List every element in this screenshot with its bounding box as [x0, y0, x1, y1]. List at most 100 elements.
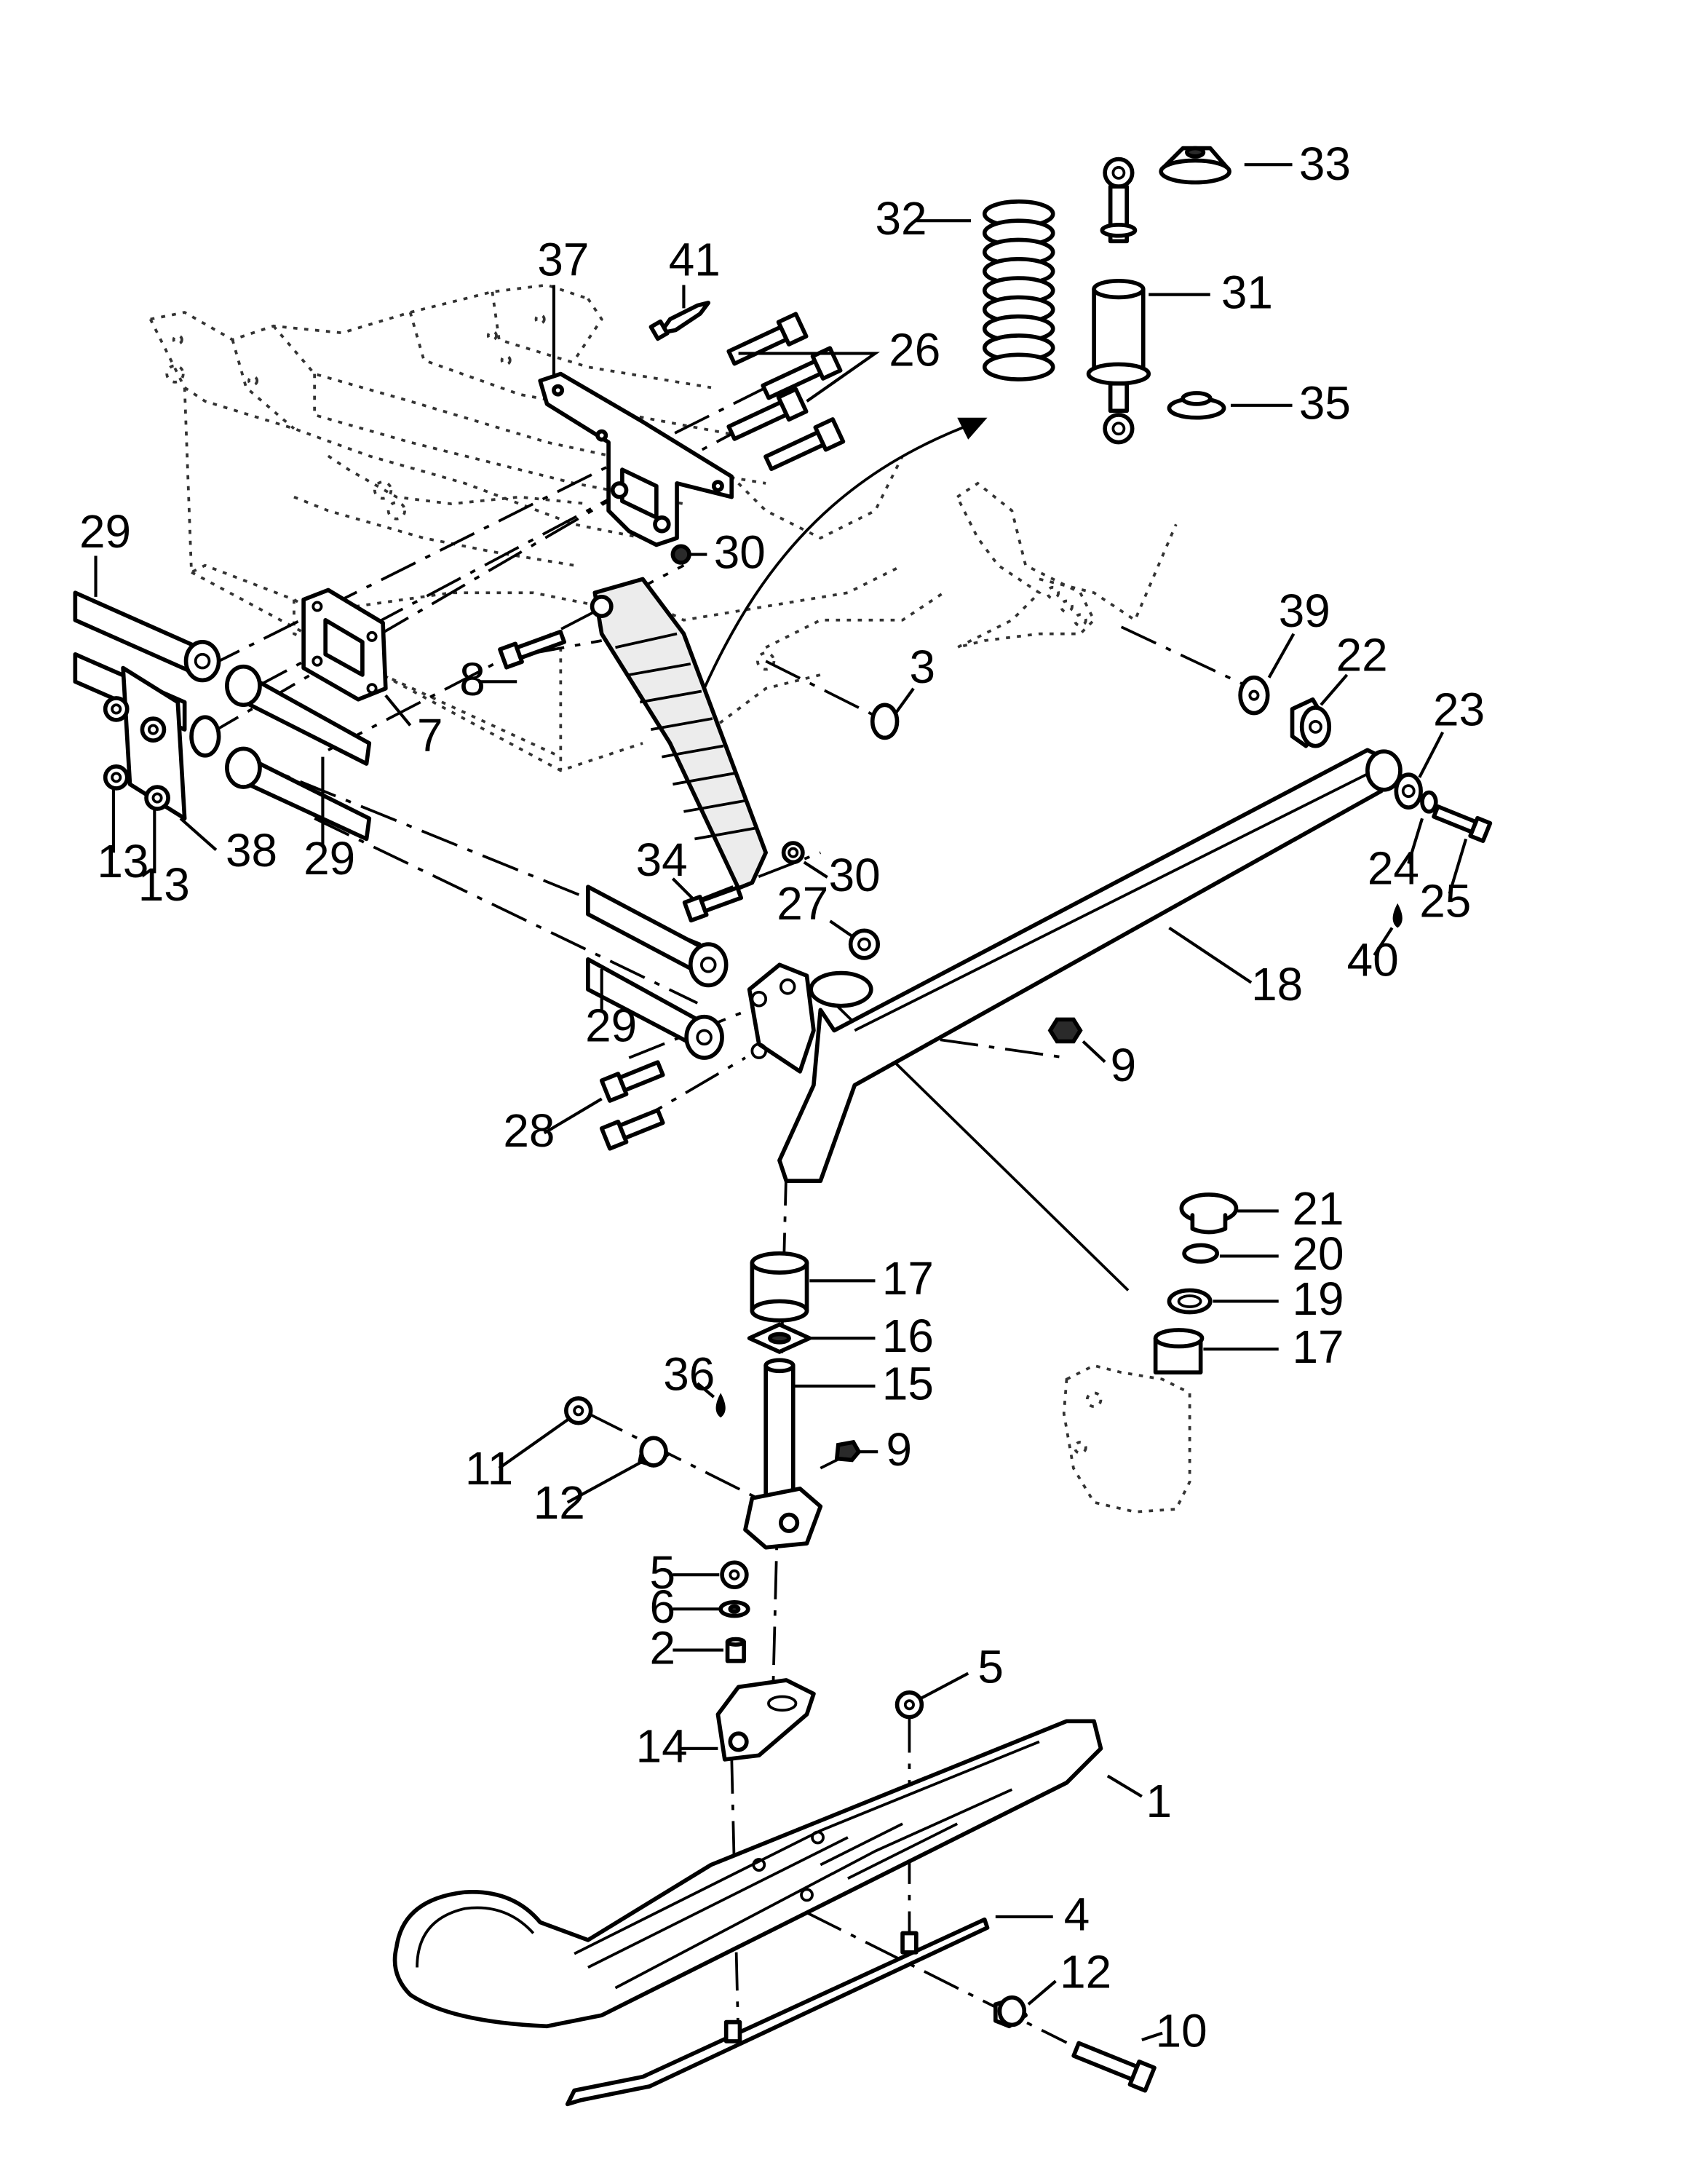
callout-5a: 5 [649, 1546, 675, 1599]
part-16-washer [747, 1322, 812, 1354]
spindle-housing-ghost [1062, 1364, 1191, 1514]
callout-32: 32 [875, 192, 927, 245]
callout-12a: 12 [533, 1476, 585, 1529]
part-26-bolts [726, 312, 846, 472]
callout-25: 25 [1419, 875, 1471, 927]
part-1-ski [392, 1719, 1103, 2029]
part-41-rivet [648, 301, 711, 341]
callout-4: 4 [1064, 1888, 1090, 1941]
part-39-washer [1238, 675, 1270, 716]
callout-18: 18 [1251, 958, 1303, 1010]
callout-34: 34 [636, 834, 688, 886]
part-9-fitting-lower [834, 1439, 862, 1463]
part-11-nut [564, 1396, 593, 1425]
callout-24: 24 [1368, 842, 1419, 894]
callout-11: 11 [465, 1442, 513, 1495]
part-2-spacer [725, 1637, 746, 1663]
callout-10: 10 [1156, 2004, 1207, 2057]
part-33-cup [1159, 146, 1231, 185]
assembly-arrow [702, 417, 988, 689]
part-7-plate [301, 587, 388, 702]
callout-13b: 13 [138, 858, 190, 911]
callout-37: 37 [537, 233, 589, 285]
part-15-spindle [743, 1358, 823, 1550]
part-29-tubes-right [586, 885, 729, 1060]
part-5-nut-lower [894, 1690, 924, 1720]
callout-29c: 29 [585, 999, 637, 1051]
callout-9b: 9 [886, 1423, 913, 1476]
part-40-drop [1392, 903, 1403, 928]
callout-39: 39 [1279, 585, 1330, 637]
part-30-nut-upper [670, 544, 691, 565]
part-3-cap [870, 703, 900, 740]
callout-5b: 5 [977, 1641, 1004, 1693]
callout-33: 33 [1299, 138, 1351, 190]
callout-labels: 33 32 31 35 37 41 26 30 29 3 8 7 39 22 2… [79, 138, 1485, 2057]
part-8-bolt [498, 629, 567, 670]
callout-17b: 17 [1293, 1321, 1344, 1373]
callout-9a: 9 [1111, 1039, 1137, 1091]
part-6-washer [718, 1599, 750, 1618]
part-21-cap [1179, 1192, 1239, 1235]
part-12-bushing-upper [638, 1436, 670, 1468]
callout-8: 8 [459, 653, 485, 705]
callout-35: 35 [1299, 377, 1351, 430]
shock-boot [590, 577, 768, 890]
part-25-bolt [1432, 804, 1493, 843]
part-23-washer [1394, 772, 1423, 810]
callout-40: 40 [1347, 933, 1399, 986]
callout-20: 20 [1293, 1227, 1344, 1280]
part-32-spring [982, 199, 1055, 381]
part-19-washer [1167, 1288, 1213, 1315]
part-14-bracket [715, 1678, 816, 1762]
callout-30b: 30 [829, 849, 881, 901]
callout-14: 14 [636, 1720, 688, 1773]
part-30-nut-lower [781, 841, 805, 865]
part-20-circlip [1182, 1243, 1220, 1264]
part-5-nut-upper [720, 1560, 749, 1589]
callout-13a: 13 [97, 835, 148, 887]
part-10-bolt [1071, 2041, 1157, 2093]
part-24-washer [1420, 790, 1438, 814]
callout-30a: 30 [714, 526, 766, 578]
callout-6: 6 [649, 1580, 675, 1633]
part-31-shock [1086, 157, 1151, 445]
part-22-bushing [1290, 697, 1332, 748]
chassis-frame-ghost [148, 283, 945, 772]
callout-1: 1 [1146, 1775, 1172, 1827]
part-12-bushing-lower [993, 1995, 1028, 2029]
callout-17a: 17 [882, 1252, 934, 1305]
callout-16: 16 [882, 1310, 934, 1362]
part-18-trailing-arm [747, 748, 1403, 1183]
callout-36: 36 [663, 1348, 715, 1401]
rear-bracket-ghost [955, 481, 1178, 649]
part-36-drop [715, 1393, 726, 1418]
part-38-plate [103, 665, 187, 821]
part-28-bolts [599, 1060, 665, 1151]
callout-15: 15 [882, 1358, 934, 1410]
callout-3: 3 [909, 641, 935, 693]
callout-28: 28 [503, 1104, 555, 1157]
part-27-nut [848, 928, 881, 960]
callout-22: 22 [1336, 628, 1388, 681]
callout-29b: 29 [304, 832, 355, 885]
callout-12b: 12 [1060, 1946, 1111, 1998]
leader-lines [94, 163, 1468, 2042]
callout-23: 23 [1433, 683, 1485, 735]
part-35-cup [1167, 391, 1226, 420]
callout-19: 19 [1293, 1273, 1344, 1325]
callout-29a: 29 [79, 505, 131, 558]
callout-41: 41 [669, 233, 721, 285]
part-4-wear-rod [565, 1917, 990, 2107]
callout-21: 21 [1293, 1182, 1344, 1235]
part-37-bracket [538, 371, 734, 547]
part-9-fitting-upper [1047, 1017, 1083, 1044]
part-34-bolt [682, 885, 744, 923]
part-17-bushing-right [1153, 1328, 1205, 1374]
callout-7: 7 [417, 709, 443, 761]
callout-31: 31 [1221, 266, 1273, 318]
callout-38: 38 [226, 824, 277, 877]
callout-2: 2 [649, 1621, 675, 1674]
part-17-bushing-center [750, 1251, 809, 1323]
